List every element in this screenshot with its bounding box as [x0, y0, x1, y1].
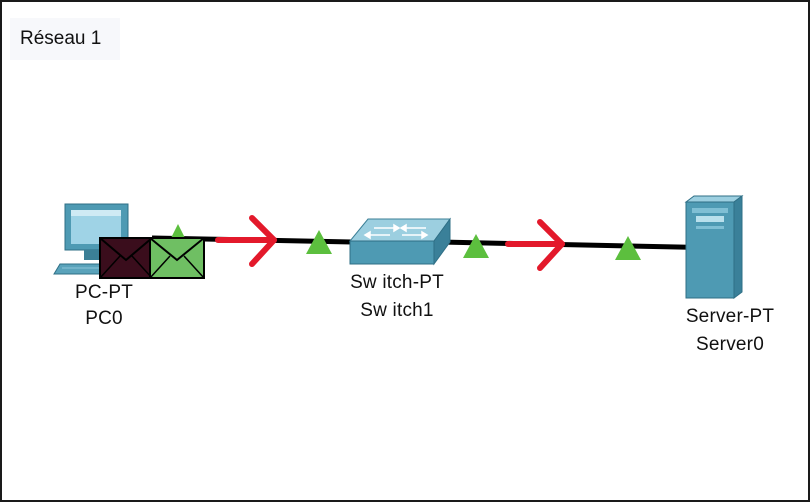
pdu-envelope-icon[interactable] — [149, 237, 205, 279]
network-label: Réseau 1 — [10, 18, 120, 60]
device-model-label: PC-PT — [75, 282, 133, 303]
device-model-label: Sw itch-PT — [350, 272, 444, 293]
network-switch-icon[interactable] — [348, 217, 451, 266]
device-name-label: Server0 — [696, 334, 764, 355]
flow-arrow-icon — [215, 215, 277, 267]
device-model-label: Server-PT — [685, 306, 775, 327]
link-status-server0 — [615, 236, 641, 260]
link-status-switch1-server0 — [463, 234, 489, 258]
server-tower-icon[interactable] — [684, 195, 744, 299]
device-name-label: PC0 — [85, 308, 123, 329]
pdu-envelope-icon[interactable] — [99, 237, 153, 279]
link-status-switch1-pc0 — [306, 230, 332, 254]
cable-switch1-server0[interactable] — [439, 239, 727, 251]
flow-arrow-icon — [505, 219, 565, 271]
link-status-pc0 — [170, 224, 186, 240]
device-name-label: Sw itch1 — [360, 300, 434, 321]
